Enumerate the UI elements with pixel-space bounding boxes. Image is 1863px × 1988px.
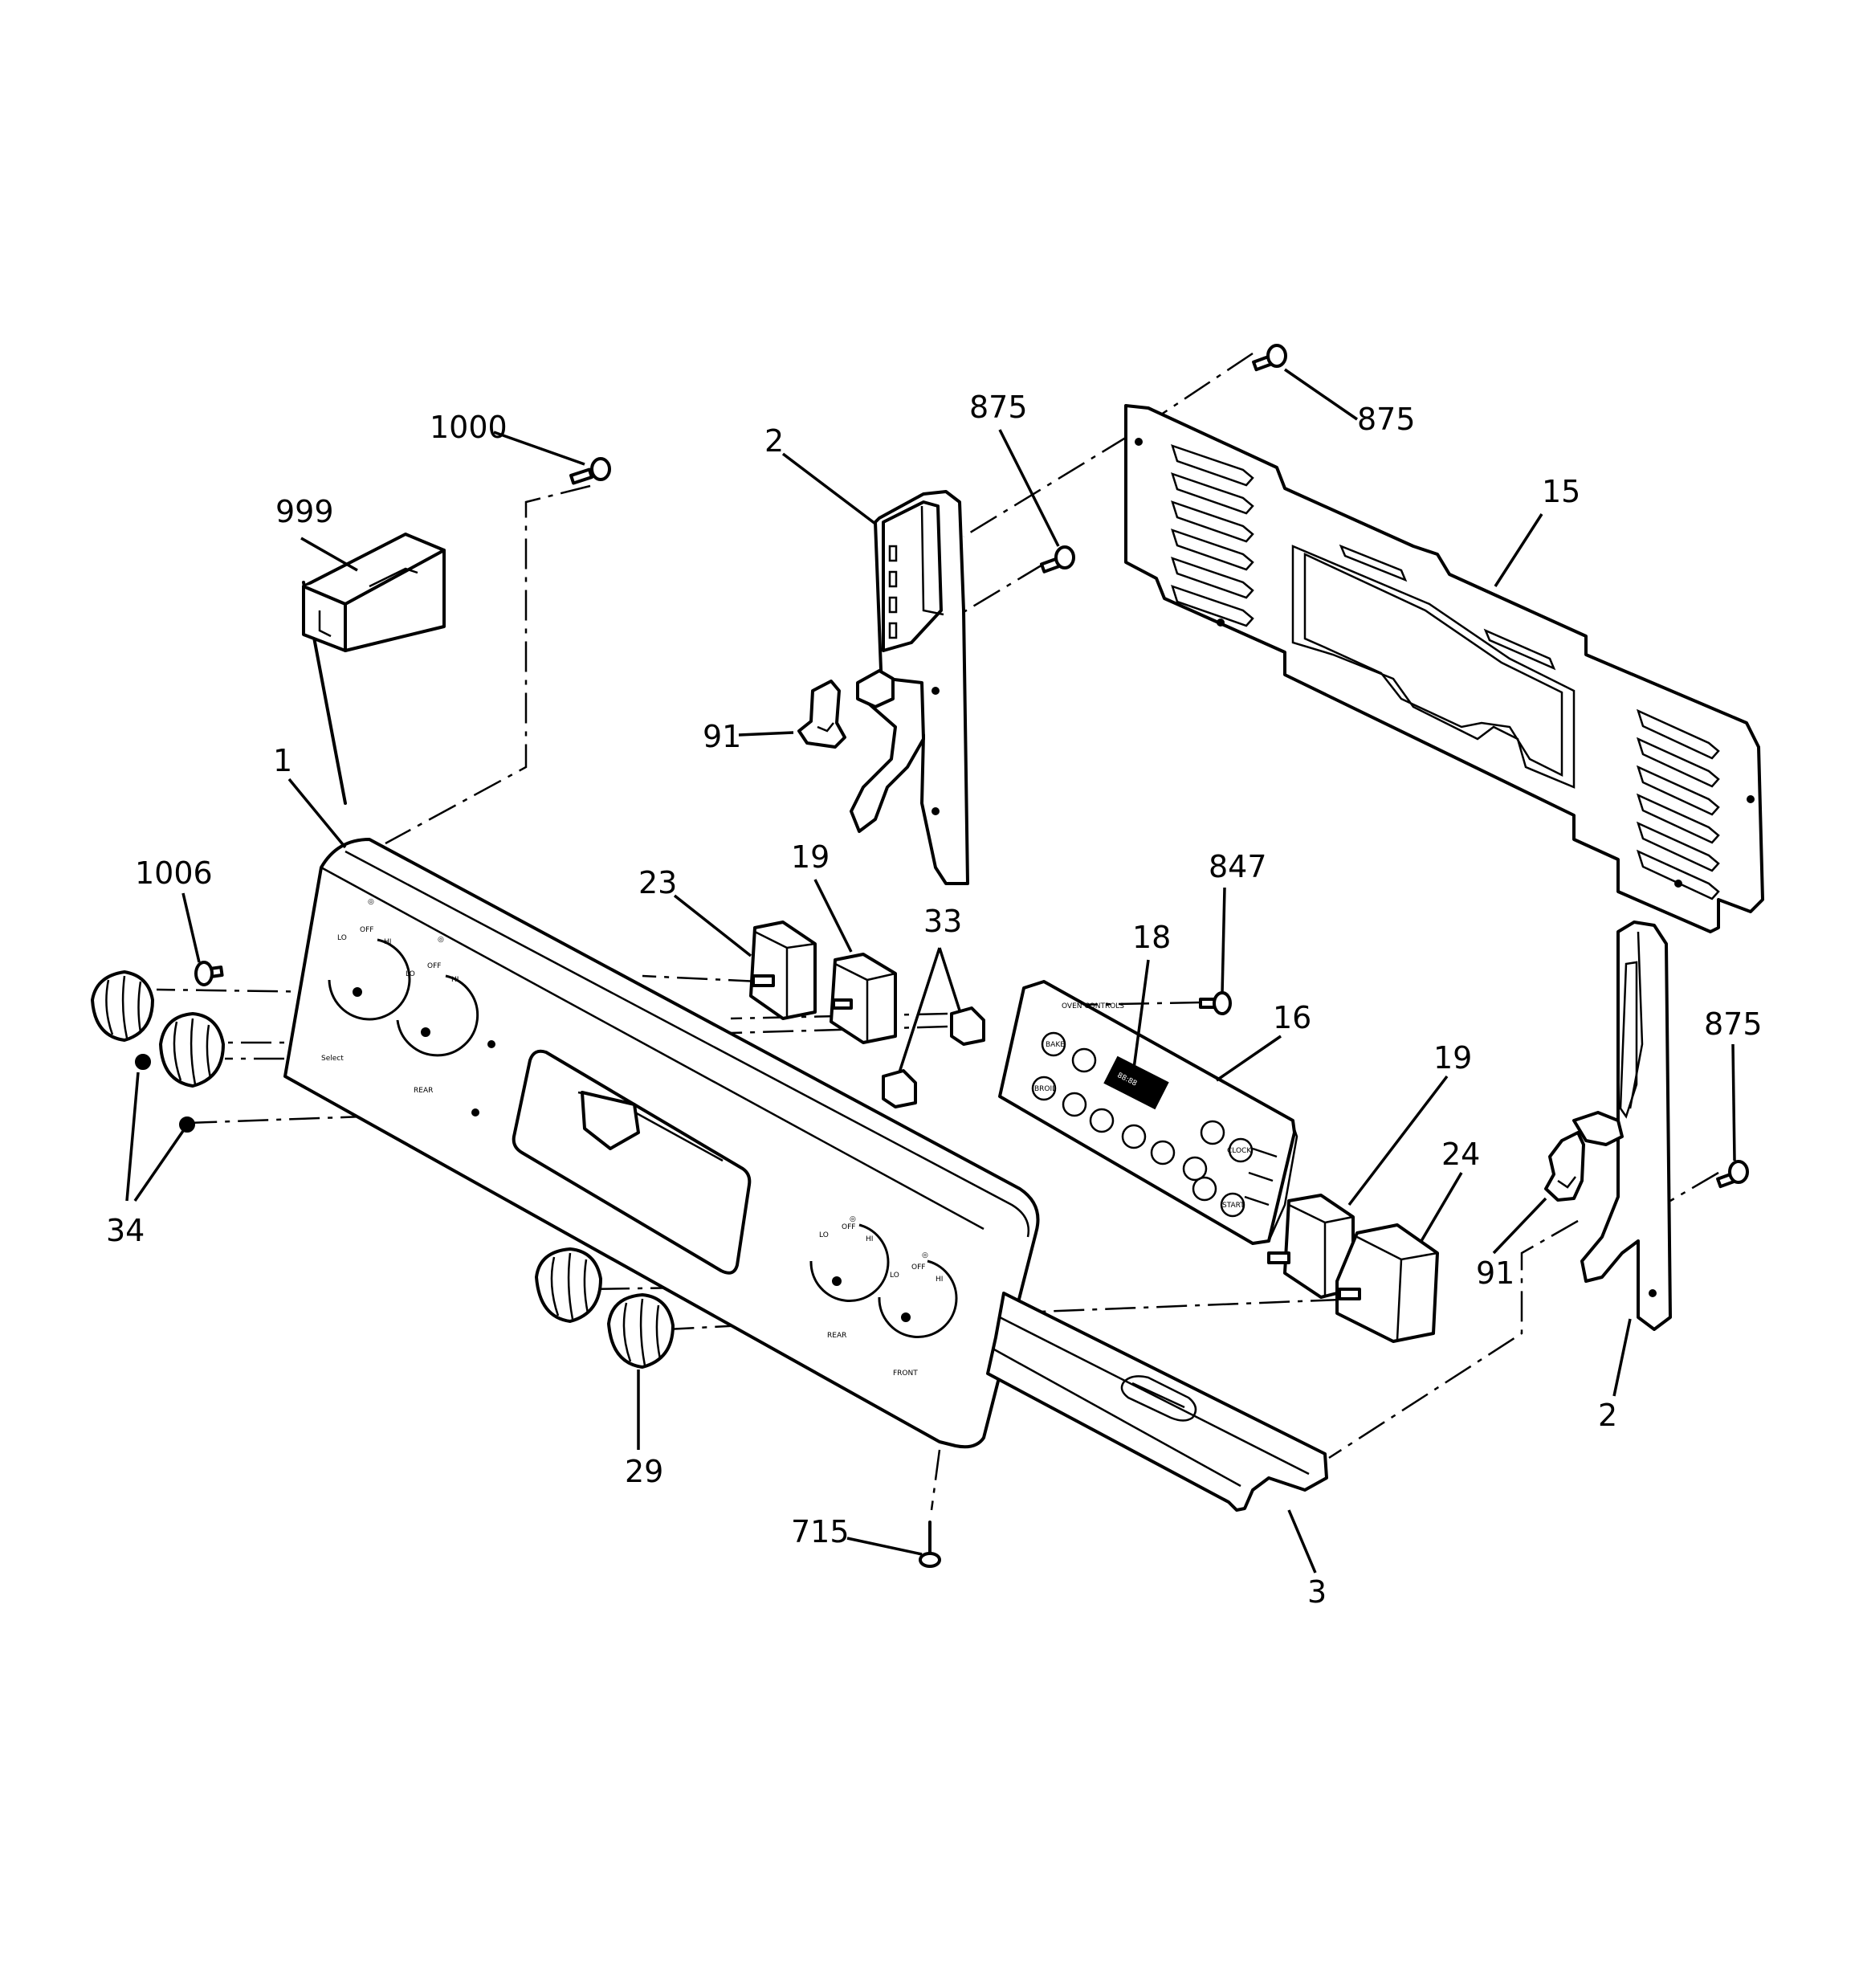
callout-29: 29	[625, 1454, 663, 1489]
electronic-oven-control-part-16: OVEN CONTROLS BAKE BROIL CLOCK START 88:…	[998, 980, 1298, 1245]
right-rear-dial-graphic: LO OFF HI REAR ◎	[809, 1215, 890, 1340]
screw-part-875-mid	[1040, 545, 1075, 574]
callout-999: 999	[275, 494, 334, 529]
screw-part-847	[1199, 991, 1232, 1015]
infinite-switch-part-23	[749, 921, 817, 1020]
left-rear-dial-graphic: LO OFF HI ◎	[328, 898, 411, 1021]
callout-91-left: 91	[703, 719, 741, 754]
svg-text:FRONT: FRONT	[893, 1370, 918, 1378]
callout-34: 34	[106, 1213, 145, 1248]
knob-left-front	[159, 1012, 225, 1088]
indicator-light-part-33-upper	[950, 1006, 985, 1046]
infinite-switch-part-24	[1335, 1223, 1439, 1343]
end-bracket-part-2-left	[850, 490, 969, 885]
trim-strip-part-3	[986, 1292, 1328, 1512]
backsplash-panel-part-1: LO OFF HI ◎ LO OFF HI REAR ◎ Select LO O…	[283, 838, 1040, 1449]
callout-91-right: 91	[1476, 1255, 1514, 1291]
callout-16: 16	[1273, 1000, 1311, 1035]
svg-text:OFF: OFF	[427, 962, 441, 970]
svg-text:LO: LO	[337, 934, 347, 942]
svg-text:BROIL: BROIL	[1034, 1085, 1056, 1093]
leader-lines	[125, 368, 1736, 1574]
carton-part-999	[302, 533, 446, 805]
callout-875-top: 875	[1357, 402, 1416, 437]
svg-text:◎: ◎	[850, 1215, 856, 1223]
svg-text:REAR: REAR	[414, 1087, 433, 1095]
callout-3: 3	[1307, 1574, 1327, 1610]
callout-33: 33	[923, 904, 962, 939]
knob-left-rear	[91, 970, 154, 1042]
svg-text:CLOCK: CLOCK	[1227, 1147, 1252, 1155]
rear-shield-part-15	[1124, 404, 1764, 933]
callout-875-right: 875	[1704, 1006, 1763, 1042]
callout-2-left: 2	[764, 423, 784, 459]
knob-right-front	[607, 1293, 675, 1369]
svg-text:◎: ◎	[438, 936, 444, 944]
clip-part-91-left	[797, 680, 846, 749]
svg-text:REAR: REAR	[827, 1332, 846, 1340]
grommets-part-34	[135, 1054, 195, 1133]
svg-text:Select: Select	[321, 1055, 344, 1063]
screw-part-875-right	[1716, 1160, 1749, 1189]
svg-text:OFF: OFF	[842, 1223, 855, 1231]
callout-19-right: 19	[1433, 1040, 1472, 1076]
screw-part-1000	[569, 457, 611, 485]
left-front-dial-graphic: LO OFF HI REAR ◎	[396, 936, 479, 1095]
callout-715: 715	[791, 1514, 850, 1549]
callout-847: 847	[1209, 849, 1267, 884]
svg-text:HI: HI	[384, 938, 391, 946]
svg-text:OVEN CONTROLS: OVEN CONTROLS	[1062, 1002, 1124, 1010]
svg-text:◎: ◎	[368, 898, 374, 906]
infinite-switch-part-19-left	[830, 953, 897, 1044]
svg-text:HI: HI	[451, 976, 459, 984]
clip-part-91-right	[1544, 1131, 1585, 1202]
callout-1006: 1006	[135, 855, 213, 891]
svg-text:OFF: OFF	[360, 926, 373, 934]
callout-875-mid: 875	[969, 390, 1028, 425]
alignment-lines	[156, 352, 1719, 1511]
svg-text:LO: LO	[890, 1272, 899, 1280]
callout-2-right: 2	[1598, 1398, 1617, 1433]
svg-text:START: START	[1222, 1202, 1245, 1210]
callout-24: 24	[1441, 1137, 1480, 1172]
svg-text:BAKE: BAKE	[1046, 1041, 1065, 1049]
screw-part-875-top	[1252, 344, 1287, 372]
callout-1: 1	[273, 743, 292, 778]
svg-text:LO: LO	[819, 1231, 829, 1239]
screw-part-715	[919, 1521, 941, 1568]
svg-text:OFF: OFF	[911, 1263, 925, 1272]
callout-labels: 1000 999 1 2 875 875 15 91 1006 23 19 33…	[106, 390, 1763, 1610]
svg-text:HI: HI	[866, 1235, 873, 1243]
callout-19-left: 19	[791, 839, 830, 875]
callout-18: 18	[1132, 920, 1171, 955]
callout-1000: 1000	[430, 410, 508, 445]
svg-text:◎: ◎	[922, 1251, 928, 1259]
screw-part-1006	[194, 961, 224, 986]
svg-text:LO: LO	[406, 970, 415, 978]
callout-23: 23	[638, 865, 677, 900]
end-bracket-part-2-right	[1572, 921, 1672, 1331]
indicator-light-part-33-lower	[882, 1069, 917, 1108]
callout-15: 15	[1542, 474, 1580, 509]
svg-text:HI: HI	[936, 1276, 943, 1284]
knob-right-rear	[535, 1247, 602, 1323]
right-front-dial-graphic: LO OFF HI FRONT ◎	[878, 1251, 958, 1378]
